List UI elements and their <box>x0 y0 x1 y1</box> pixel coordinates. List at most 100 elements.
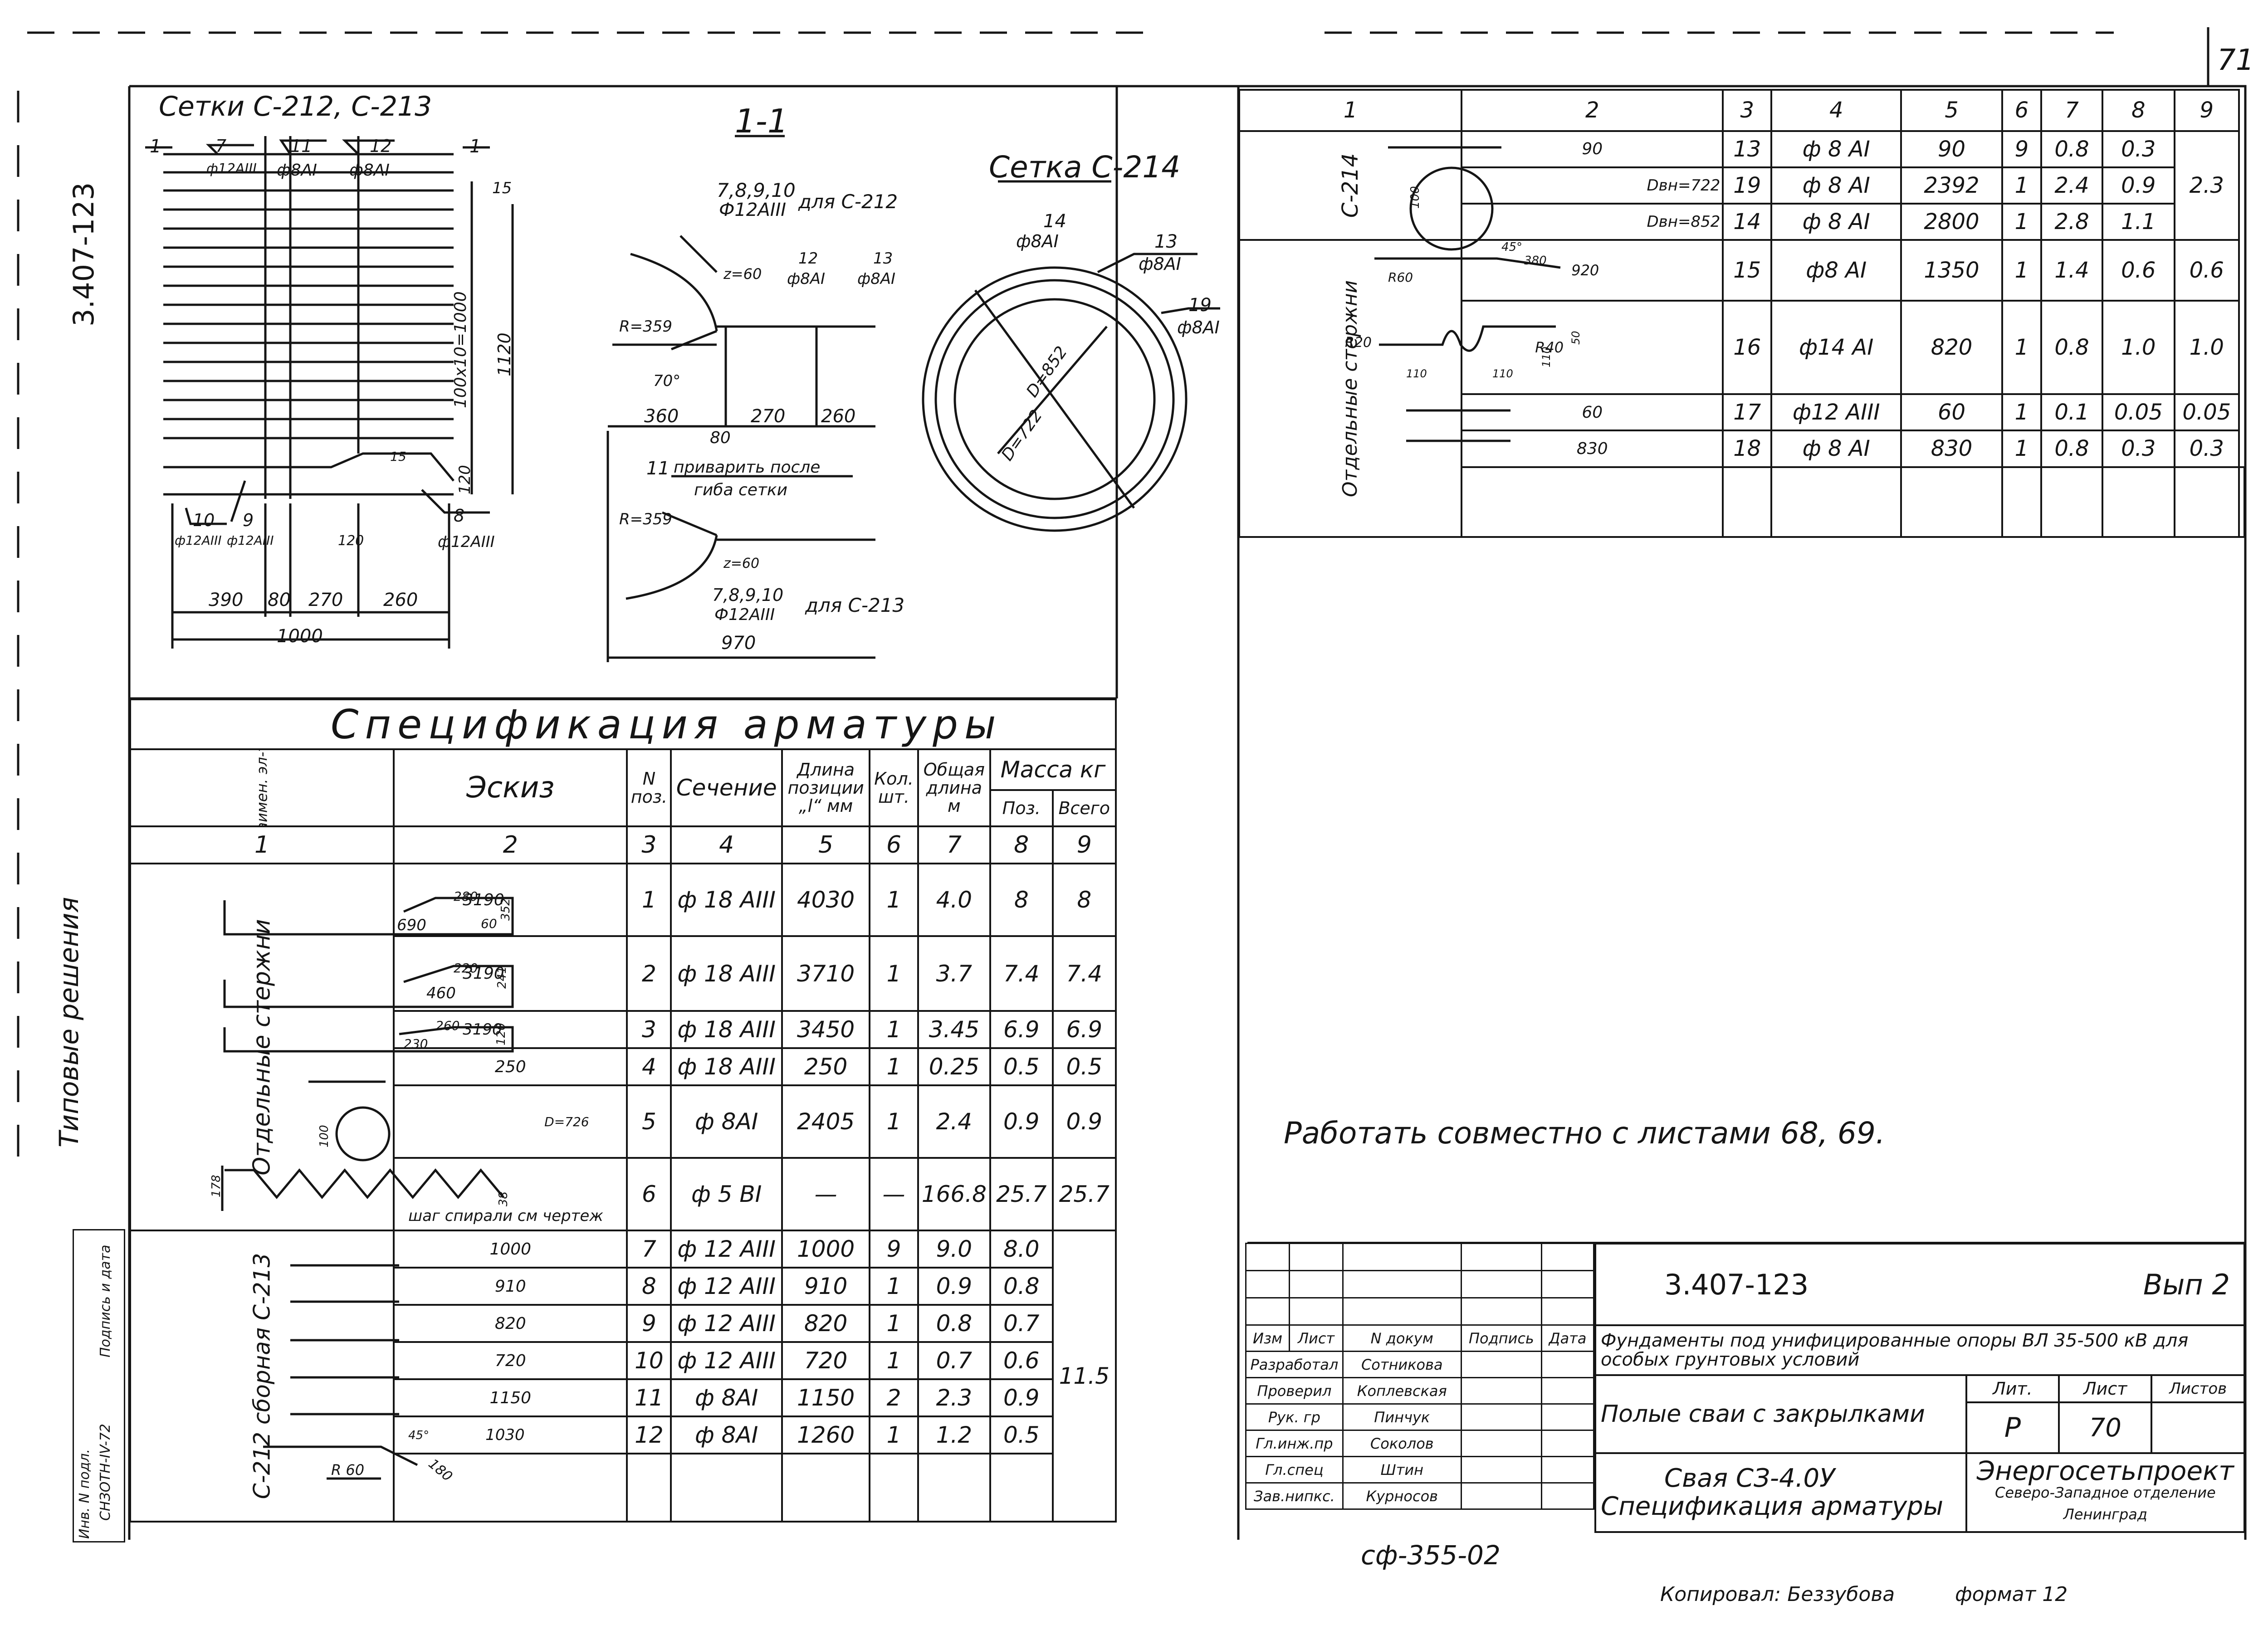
empty-row <box>2173 466 2240 538</box>
sketch-dim: R20 <box>1345 335 1372 351</box>
pos-cell: 2 <box>626 935 672 1012</box>
sheet-number: 71 <box>2217 44 2254 77</box>
length-cell: 720 <box>781 1341 871 1380</box>
stamp-col-head: N докум <box>1342 1324 1462 1352</box>
empty-row <box>1461 466 1724 538</box>
pos-cell: 18 <box>1722 429 1773 468</box>
total-length-cell: 3.7 <box>917 935 991 1012</box>
col-number: 2 <box>1461 89 1724 132</box>
col-number: 4 <box>670 825 783 864</box>
sketch-cell: 1150 <box>393 1378 628 1417</box>
sketch-dim: 50 <box>1569 331 1582 345</box>
pos-cell: 15 <box>1722 239 1773 302</box>
qty-cell: 1 <box>869 1304 919 1343</box>
section-cell: ф 8АI <box>670 1084 783 1159</box>
length-cell: 3710 <box>781 935 871 1012</box>
sketch-cell: 720 <box>393 1341 628 1380</box>
pos-cell: 1 <box>626 863 672 937</box>
total-length-cell: 0.9 <box>917 1267 991 1306</box>
col-number: 5 <box>781 825 871 864</box>
section-cell: ф 12 АIII <box>670 1230 783 1269</box>
empty-row <box>2102 466 2175 538</box>
pos-cell: 11 <box>626 1378 672 1417</box>
staff-role: Зав.нипкс. <box>1245 1482 1344 1510</box>
sketch-dim: 38 <box>497 1191 510 1206</box>
section-label: 12 <box>798 249 818 268</box>
sketch-dim: 260 <box>435 1018 460 1033</box>
col-number: 9 <box>1051 825 1117 864</box>
qty-cell: 1 <box>869 1047 919 1086</box>
total-length-cell: 3.45 <box>917 1010 991 1049</box>
qty-cell: 1 <box>869 1010 919 1049</box>
section-cell: ф 18 АIII <box>670 1047 783 1086</box>
organization: Энергосетьпроект Северо-Западное отделен… <box>1965 1452 2246 1533</box>
dim-label: 10 <box>193 510 215 530</box>
work-note: Работать совместно с листами 68, 69. <box>1284 1116 1885 1151</box>
mass-pos-cell: 0.9 <box>989 1084 1054 1159</box>
staff-role: Гл.инж.пр <box>1245 1430 1344 1457</box>
dim-label: 8 <box>454 506 465 526</box>
qty-cell: 1 <box>869 1267 919 1306</box>
ring-label: 14 <box>1043 211 1066 232</box>
sketch-cell: 820 <box>393 1304 628 1343</box>
spec-title: Спецификация арматуры <box>129 698 1117 750</box>
dim-label: 80 <box>268 590 291 610</box>
col-number: 6 <box>869 825 919 864</box>
dim-label: ф12АIII <box>206 161 257 177</box>
empty-row <box>2040 466 2103 538</box>
header-mass-pos: Поз. <box>989 789 1054 827</box>
pos-cell: 8 <box>626 1267 672 1306</box>
qty-cell: 1 <box>2001 166 2043 205</box>
header-length: Длина позиции „l“ мм <box>781 748 871 827</box>
mass-total-cell: 0.6 <box>2173 239 2240 302</box>
col-number: 8 <box>2102 89 2175 132</box>
length-cell: 1350 <box>1900 239 2003 302</box>
header-total-length: Общая длина м <box>917 748 991 827</box>
length-cell: 2800 <box>1900 203 2003 241</box>
stamp-col-head: Изм <box>1245 1324 1290 1352</box>
side-document-code: 3.407-123 <box>67 182 100 327</box>
sketch-cell: шаг спирали см чертеж <box>393 1157 628 1231</box>
dim-label: ф12АIII <box>175 533 222 548</box>
pos-cell: 5 <box>626 1084 672 1159</box>
mass-pos-cell: 1.1 <box>2102 203 2175 241</box>
dim-label: 12 <box>370 136 392 156</box>
length-cell: 3450 <box>781 1010 871 1049</box>
section-label: z=60 <box>723 556 760 571</box>
staff-signature <box>1460 1482 1543 1510</box>
section-cell: ф 18 АIII <box>670 935 783 1012</box>
dim-label: 260 <box>383 590 418 610</box>
document-code: 3.407-123 <box>1594 1243 1966 1326</box>
lit-value: Р <box>1965 1401 2060 1454</box>
dim-label: 120 <box>456 465 474 494</box>
qty-cell: 1 <box>869 1341 919 1380</box>
project-description: Фундаменты под унифицированные опоры ВЛ … <box>1594 1324 2245 1376</box>
sketch-cell: 250 <box>393 1047 628 1086</box>
sketch-dim: 178 <box>210 1175 223 1197</box>
col-number: 5 <box>1900 89 2003 132</box>
pos-cell: 9 <box>626 1304 672 1343</box>
pos-cell: 3 <box>626 1010 672 1049</box>
sheet-value: 70 <box>2058 1401 2153 1454</box>
section-label: для С-212 <box>798 190 898 213</box>
length-cell: 90 <box>1900 130 2003 168</box>
mass-pos-cell: 0.9 <box>989 1378 1054 1417</box>
dim-label: 120 <box>338 533 364 549</box>
mass-pos-cell: 0.8 <box>989 1267 1054 1306</box>
pos-cell: 10 <box>626 1341 672 1380</box>
total-length-cell: 0.1 <box>2040 393 2103 432</box>
pos-cell: 7 <box>626 1230 672 1269</box>
header-mass-all: Всего <box>1051 789 1117 827</box>
length-cell: 1000 <box>781 1230 871 1269</box>
header-qty: Кол. шт. <box>869 748 919 827</box>
mass-pos-cell: 0.7 <box>989 1304 1054 1343</box>
dim-label: 390 <box>209 590 244 610</box>
group-rods: Отдельные стержни <box>1238 239 1463 538</box>
right-spec-table: 1 2 3 4 5 6 7 8 9 С-214 90 13 ф 8 АI 90 … <box>1238 89 2245 538</box>
issue-number: Вып 2 <box>1966 1243 2246 1326</box>
sketch-cell: 60 <box>1461 393 1724 432</box>
staff-role: Проверил <box>1245 1377 1344 1405</box>
section-cell: ф 12 АIII <box>670 1341 783 1380</box>
ring-label: ф8АI <box>1139 254 1181 274</box>
section-1-1-drawing <box>606 135 875 662</box>
